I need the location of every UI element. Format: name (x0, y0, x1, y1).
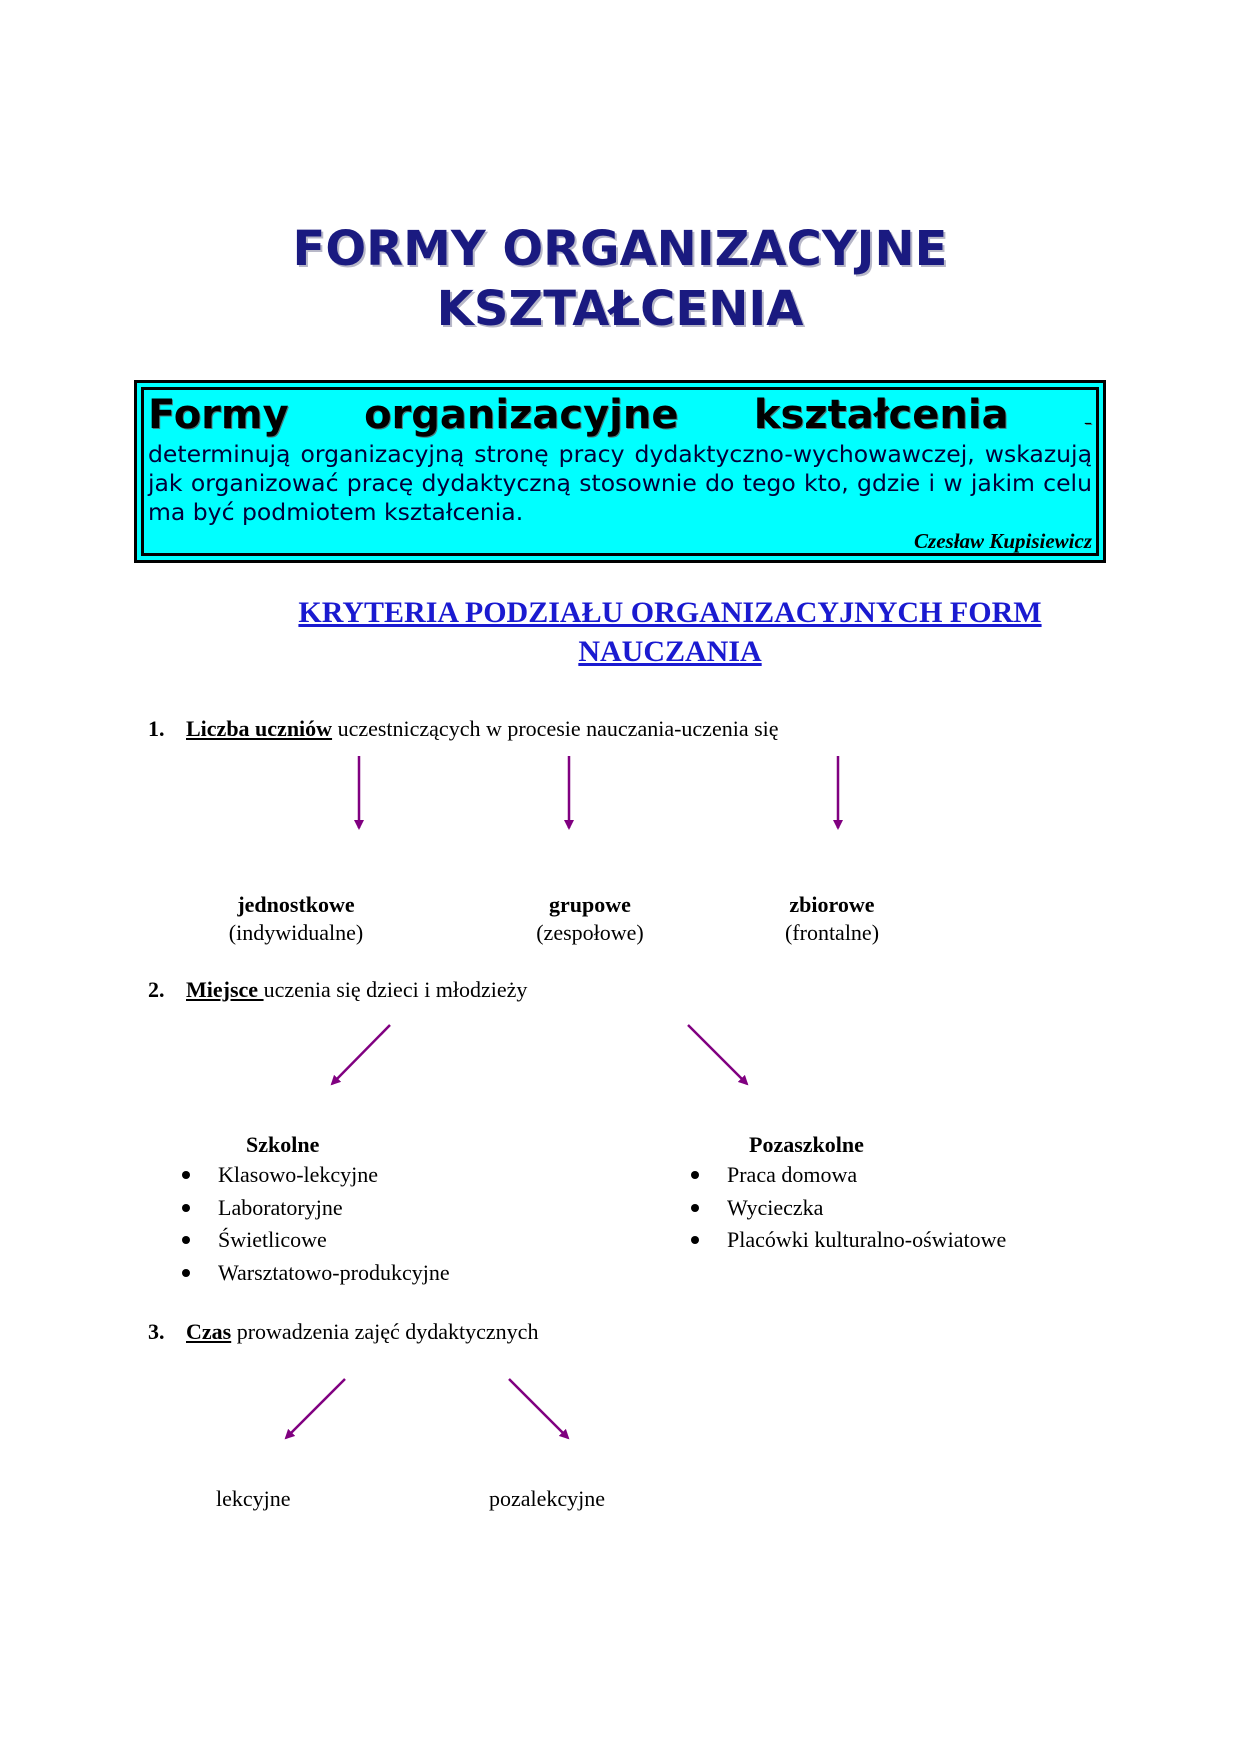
definition-heading-word-1: Formy (148, 392, 289, 438)
criterion-number: 1. (148, 716, 165, 741)
group-szkolne: Szkolne Klasowo-lekcyjne Laboratoryjne Ś… (182, 1131, 450, 1289)
definition-body: determinują organizacyjną stronę pracy d… (148, 440, 1092, 526)
group-list: Klasowo-lekcyjne Laboratoryjne Świetlico… (182, 1159, 450, 1289)
arrow-diag-left-1 (330, 1024, 391, 1086)
arrow-diag-right-2 (508, 1378, 570, 1440)
definition-dash: – (1083, 413, 1092, 432)
outcome-pozalekcyjne: pozalekcyjne (489, 1486, 606, 1511)
criterion-key: Liczba uczniów (186, 716, 333, 741)
group-heading: Szkolne (246, 1132, 320, 1157)
outcome-sub: (frontalne) (784, 920, 880, 945)
list-item: Placówki kulturalno-oświatowe (691, 1224, 1006, 1257)
criterion-number: 3. (148, 1319, 165, 1344)
criterion-3: 3. Czas prowadzenia zajęć dydaktycznych (148, 1318, 538, 1346)
outcome-lekcyjne: lekcyjne (216, 1486, 291, 1511)
outcome-name: jednostkowe (237, 892, 355, 917)
outcome-jednostkowe: jednostkowe (indywidualne) (186, 891, 406, 947)
group-heading: Pozaszkolne (749, 1132, 864, 1157)
group-pozaszkolne: Pozaszkolne Praca domowa Wycieczka Placó… (691, 1131, 1006, 1257)
criterion-2: 2. Miejsce uczenia się dzieci i młodzieży (148, 976, 527, 1004)
section-subtitle-line-2: NAUCZANIA (578, 635, 762, 668)
criterion-key: Czas (186, 1319, 232, 1344)
arrow-diag-right-1 (687, 1024, 749, 1086)
list-item: Warsztatowo-produkcyjne (182, 1257, 450, 1290)
list-item: Praca domowa (691, 1159, 1006, 1192)
criterion-key: Miejsce (186, 977, 264, 1002)
definition-author: Czesław Kupisiewicz (914, 529, 1092, 553)
list-item: Wycieczka (691, 1192, 1006, 1225)
page-title-line-2: KSZTAŁCENIA (436, 281, 804, 337)
definition-heading-word-2: organizacyjne (364, 392, 679, 438)
group-list: Praca domowa Wycieczka Placówki kultural… (691, 1159, 1006, 1257)
criterion-text: prowadzenia zajęć dydaktycznych (231, 1319, 539, 1344)
criterion-1: 1. Liczba uczniów uczestniczących w proce… (148, 715, 779, 743)
criterion-text: uczenia się dzieci i młodzieży (263, 977, 528, 1002)
outcome-name: zbiorowe (789, 892, 875, 917)
arrow-diag-left-2 (284, 1378, 346, 1440)
criterion-number: 2. (148, 977, 165, 1002)
outcome-name: grupowe (549, 892, 631, 917)
criterion-text: uczestniczących w procesie nauczania-ucz… (332, 716, 779, 741)
outcome-zbiorowe: zbiorowe (frontalne) (722, 891, 942, 947)
definition-heading-word-3: kształcenia (753, 392, 1009, 438)
definition-heading: Formy organizacyjne kształcenia – (148, 388, 1092, 450)
outcome-grupowe: grupowe (zespołowe) (480, 891, 700, 947)
section-subtitle-line-1: KRYTERIA PODZIAŁU ORGANIZACYJNYCH FORM (298, 596, 1042, 629)
list-item: Świetlicowe (182, 1224, 450, 1257)
definition-box (134, 380, 1106, 563)
list-item: Klasowo-lekcyjne (182, 1159, 450, 1192)
list-item: Laboratoryjne (182, 1192, 450, 1225)
outcome-sub: (zespołowe) (536, 920, 644, 945)
outcome-sub: (indywidualne) (228, 920, 364, 945)
page-title-line-1: FORMY ORGANIZACYJNE (292, 221, 948, 277)
